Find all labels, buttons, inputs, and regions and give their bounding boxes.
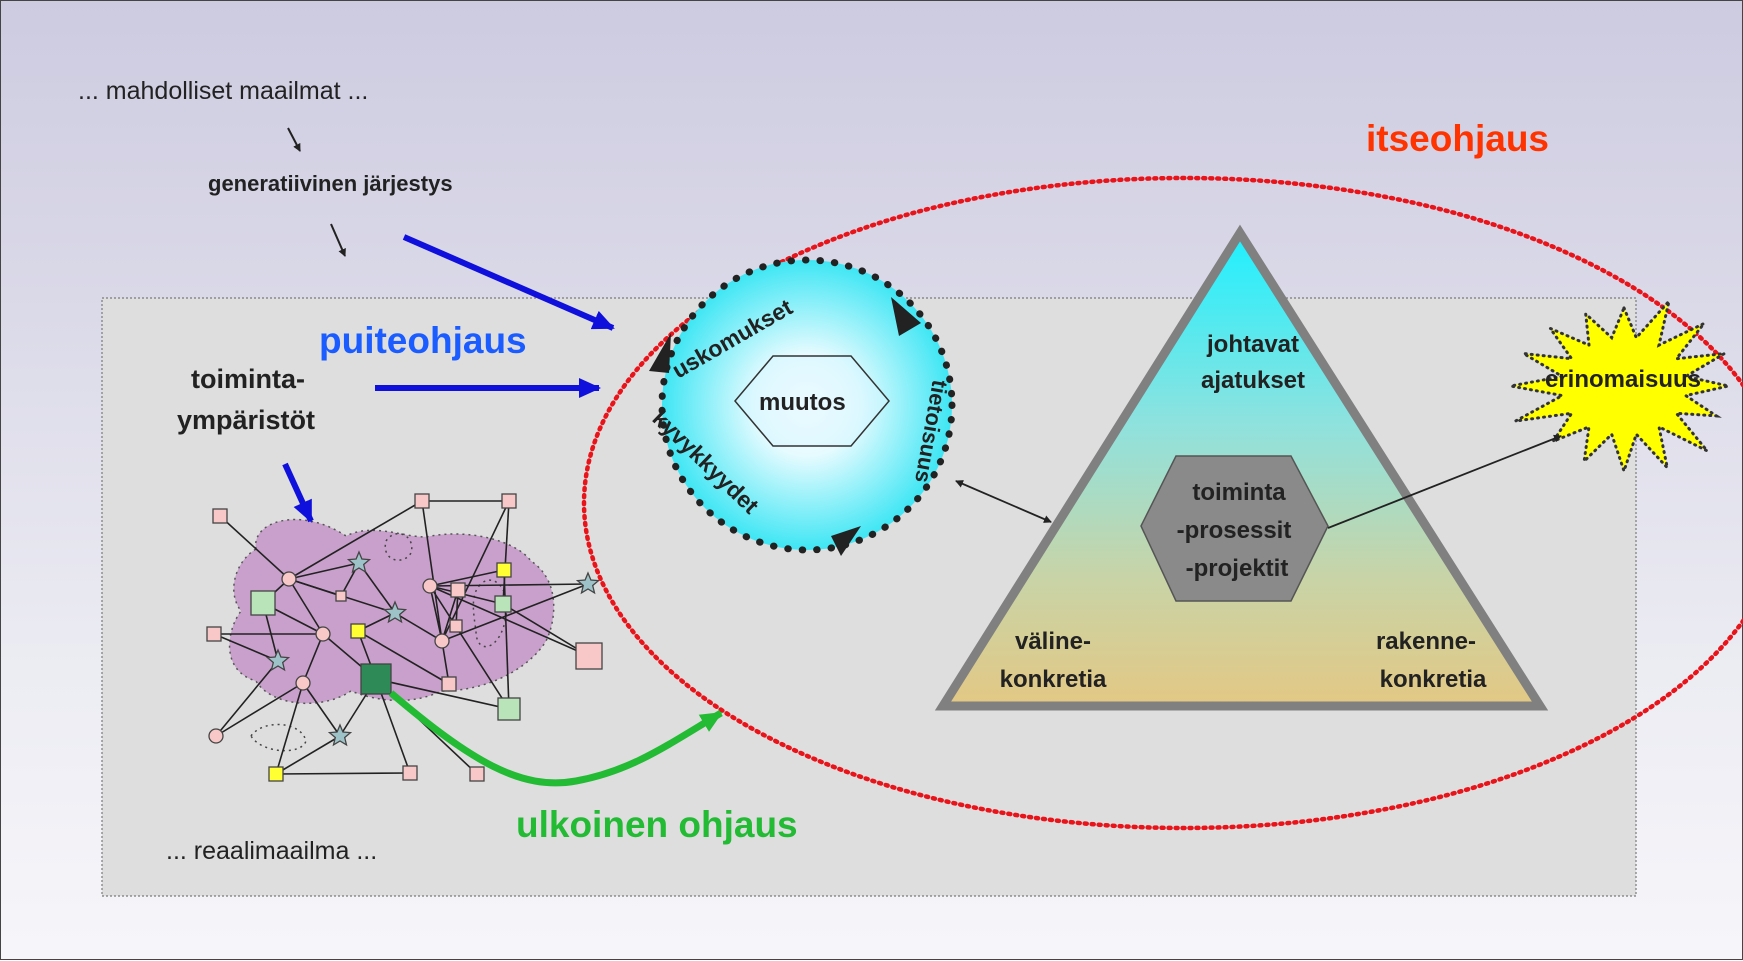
toiminta-process-label: toiminta xyxy=(1192,479,1286,506)
network-node xyxy=(327,723,353,747)
network-edge xyxy=(429,585,510,710)
network-edge xyxy=(288,578,324,635)
network-edge xyxy=(302,633,324,684)
network-subcluster xyxy=(384,532,413,561)
network-edge xyxy=(429,585,443,642)
rakenne-konkretia-label: konkretia xyxy=(1380,666,1487,693)
network-edge xyxy=(375,678,411,774)
network-node xyxy=(350,623,366,639)
erinomaisuus-star xyxy=(1510,295,1729,476)
network-edge xyxy=(302,682,341,737)
muutos-hexagon xyxy=(734,355,890,447)
network-edge xyxy=(288,562,360,580)
cycle-arrowhead xyxy=(891,297,921,336)
network-edge xyxy=(357,630,450,685)
network-node xyxy=(497,697,521,721)
network-node xyxy=(469,766,485,782)
network-edge xyxy=(375,678,510,710)
johtavat-label: johtavat xyxy=(1206,331,1299,358)
cycle-arrowhead xyxy=(831,526,861,556)
network-node xyxy=(206,626,222,642)
network-node xyxy=(422,578,438,594)
network-node xyxy=(450,582,466,598)
network-node xyxy=(268,766,284,782)
network-edge xyxy=(275,772,411,775)
network-edge xyxy=(215,660,279,737)
network-node xyxy=(346,550,372,574)
network-edge xyxy=(215,682,304,737)
reaalimaailma-label: ... reaalimaailma ... xyxy=(166,837,377,865)
network-node xyxy=(414,493,430,509)
network-edge xyxy=(421,500,443,642)
puiteohjaus-arrow-1 xyxy=(402,234,615,331)
network-edge xyxy=(288,578,342,597)
network-node xyxy=(449,619,463,633)
network-node xyxy=(335,590,347,602)
network-edge xyxy=(502,603,590,657)
network-node xyxy=(315,626,331,642)
itseohjaus-label: itseohjaus xyxy=(1366,118,1549,159)
network-node xyxy=(501,493,517,509)
erinomaisuus-label: erinomaisuus xyxy=(1545,366,1701,393)
network-edge xyxy=(219,515,290,580)
ymparistot-label: ympäristöt xyxy=(177,405,315,435)
network-node xyxy=(265,648,291,672)
toiminta-hexagon xyxy=(1140,455,1329,602)
network-node xyxy=(250,590,276,616)
network-node xyxy=(382,600,408,624)
small-arrow-2 xyxy=(330,223,346,257)
cycle-arrowhead xyxy=(649,333,671,373)
small-arrow-1 xyxy=(287,127,301,152)
network-edge xyxy=(275,735,341,775)
network-node xyxy=(295,675,311,691)
valine-label: väline- xyxy=(1015,628,1091,655)
network-node xyxy=(496,562,512,578)
network-node xyxy=(281,571,297,587)
network-node xyxy=(575,571,601,595)
network-edges xyxy=(213,500,590,775)
ulkoinen-ohjaus-label: ulkoinen ohjaus xyxy=(516,804,798,845)
ajatukset-label: ajatukset xyxy=(1201,367,1305,394)
rakenne-label: rakenne- xyxy=(1376,628,1476,655)
mahdolliset-maailmat-label: ... mahdolliset maailmat ... xyxy=(78,77,368,105)
network-edge xyxy=(441,589,459,642)
network-edge xyxy=(441,500,510,642)
generatiivinen-jarjestys-label: generatiivinen järjestys xyxy=(208,171,453,196)
network-subcluster xyxy=(472,579,508,648)
network-edge xyxy=(441,583,589,642)
network-edge xyxy=(213,633,279,662)
puiteohjaus-label: puiteohjaus xyxy=(319,320,527,361)
valine-konkretia-label: konkretia xyxy=(1000,666,1107,693)
network-edge xyxy=(429,569,505,587)
network-node xyxy=(212,508,228,524)
network-edge xyxy=(503,569,510,710)
toiminta-label: toiminta- xyxy=(191,364,305,394)
network-arrow xyxy=(282,462,314,523)
muutos-label: muutos xyxy=(759,389,846,416)
network-node xyxy=(434,633,450,649)
projektit-label: -projektit xyxy=(1186,555,1289,582)
ulkoinen-ohjaus-arrow xyxy=(388,690,723,787)
network-subcluster xyxy=(250,723,307,752)
itseohjaus-boundary xyxy=(581,175,1743,831)
network-node xyxy=(494,595,512,613)
network-node xyxy=(575,642,603,670)
network-nodes xyxy=(206,493,603,782)
double-arrow-circle-triangle xyxy=(955,480,1052,523)
network-edge xyxy=(429,585,504,605)
network-node xyxy=(441,676,457,692)
network-node xyxy=(402,765,418,781)
network-node xyxy=(360,663,392,695)
arrow-to-erinomaisuus xyxy=(1327,434,1562,529)
network-edge xyxy=(394,612,443,642)
network-edge xyxy=(429,585,590,657)
prosessit-label: -prosessit xyxy=(1177,517,1292,544)
network-edge xyxy=(288,500,423,580)
network-node xyxy=(208,728,224,744)
network-edge xyxy=(275,682,304,775)
